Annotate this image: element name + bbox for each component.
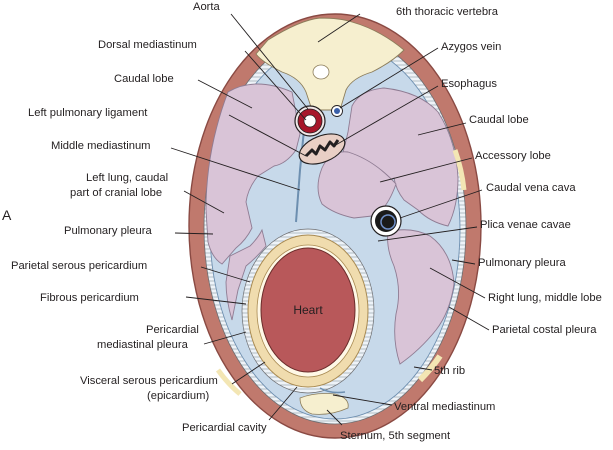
label-pericardial-mediastinal-line1: Pericardial [146,324,199,336]
label-ventral-mediastinum: Ventral mediastinum [394,401,495,413]
label-caudal-lobe-left: Caudal lobe [114,73,174,85]
fifth-rib [417,354,443,383]
label-azygos-vein: Azygos vein [441,41,501,53]
caudal-vena-cava-highlight [380,214,396,230]
label-parietal-costal-pleura: Parietal costal pleura [492,324,597,336]
labels: Aorta 6th thoracic vertebra Dorsal media… [11,1,602,442]
left-lung-lower [225,228,267,321]
label-visceral-line1: Visceral serous pericardium [80,375,218,387]
label-pulmonary-pleura-left: Pulmonary pleura [64,225,152,237]
label-esophagus: Esophagus [441,78,497,90]
vertebral-canal [312,64,330,80]
label-caudal-vena-cava: Caudal vena cava [486,182,576,194]
rib-right-upper [452,149,467,191]
label-middle-mediastinum: Middle mediastinum [51,140,151,152]
label-pericardial-mediastinal-line2: mediastinal pleura [97,339,189,351]
label-fifth-rib: 5th rib [434,365,465,377]
heart-label: Heart [293,303,323,317]
label-left-lung-line2: part of cranial lobe [70,187,162,199]
azygos-vein-lumen [334,108,340,114]
label-left-lung-line1: Left lung, caudal [86,172,168,184]
panel-letter: A [2,207,12,223]
label-plica-venae-cavae: Plica venae cavae [480,219,571,231]
label-visceral-line2: (epicardium) [147,390,209,402]
thoracic-vertebra [255,17,405,111]
right-lung-middle-lobe [387,229,455,365]
label-fibrous-pericardium: Fibrous pericardium [40,292,139,304]
label-caudal-lobe-right: Caudal lobe [469,114,529,126]
label-dorsal-mediastinum: Dorsal mediastinum [98,39,197,51]
esophagus-lumen [304,139,340,158]
label-pericardial-cavity: Pericardial cavity [182,422,267,434]
ventral-mediastinum [319,387,346,394]
middle-mediastinum-strand [295,129,305,223]
label-thoracic-vertebra: 6th thoracic vertebra [396,6,499,18]
label-left-pulmonary-ligament: Left pulmonary ligament [28,107,148,119]
label-accessory-lobe: Accessory lobe [475,150,551,162]
aorta-lumen [303,114,317,128]
label-right-lung-middle-lobe: Right lung, middle lobe [488,292,602,304]
rib-left-lower [215,368,242,396]
heart [260,247,356,373]
leader-lines [170,13,490,426]
sternum [299,393,349,415]
label-sternum: Sternum, 5th segment [340,430,451,442]
label-aorta: Aorta [193,1,221,13]
label-pulmonary-pleura-right: Pulmonary pleura [478,257,566,269]
label-parietal-serous-pericardium: Parietal serous pericardium [11,260,147,272]
